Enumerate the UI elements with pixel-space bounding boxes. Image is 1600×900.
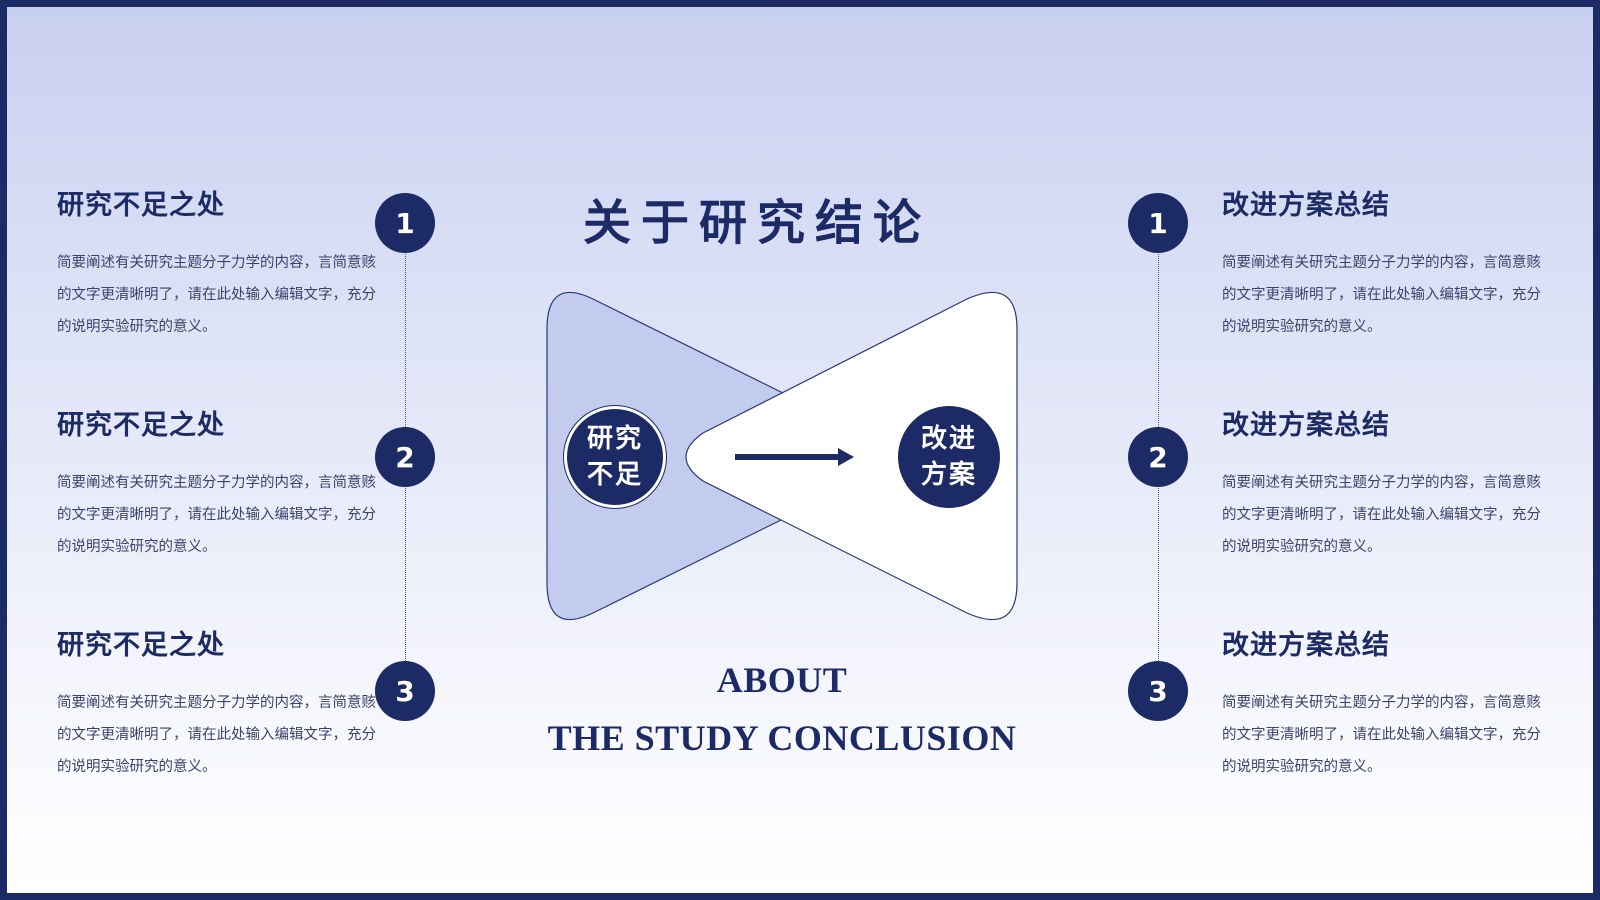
section-heading: 研究不足之处 — [57, 190, 225, 221]
section-body: 简要阐述有关研究主题分子力学的内容，言简意赅的文字更清晰明了，请在此处输入编辑文… — [57, 695, 376, 775]
improvement-label-line1: 改进 — [920, 424, 977, 454]
section-heading: 改进方案总结 — [1222, 190, 1390, 221]
shortcomings-label-line2: 不足 — [586, 460, 643, 490]
right-section: 改进方案总结 简要阐述有关研究主题分子力学的内容，言简意赅的文字更清晰明了，请在… — [1222, 183, 1552, 335]
section-body: 简要阐述有关研究主题分子力学的内容，言简意赅的文字更清晰明了，请在此处输入编辑文… — [1222, 255, 1541, 335]
section-heading: 改进方案总结 — [1222, 630, 1390, 661]
page-title: 关于研究结论 — [582, 195, 931, 251]
left-number-badge: 2 — [375, 427, 435, 487]
shortcomings-label-line1: 研究 — [586, 424, 643, 454]
section-body: 简要阐述有关研究主题分子力学的内容，言简意赅的文字更清晰明了，请在此处输入编辑文… — [1222, 695, 1541, 775]
section-body: 简要阐述有关研究主题分子力学的内容，言简意赅的文字更清晰明了，请在此处输入编辑文… — [57, 255, 376, 335]
left-number-badge: 3 — [375, 661, 435, 721]
shortcomings-circle: 研究 不足 — [564, 406, 666, 508]
improvement-label-line2: 方案 — [920, 460, 977, 490]
left-section: 研究不足之处 简要阐述有关研究主题分子力学的内容，言简意赅的文字更清晰明了，请在… — [57, 403, 387, 555]
subtitle-line2: THE STUDY CONCLUSION — [547, 718, 1017, 758]
section-heading: 研究不足之处 — [57, 630, 225, 661]
right-section: 改进方案总结 简要阐述有关研究主题分子力学的内容，言简意赅的文字更清晰明了，请在… — [1222, 623, 1552, 775]
section-body: 简要阐述有关研究主题分子力学的内容，言简意赅的文字更清晰明了，请在此处输入编辑文… — [57, 475, 376, 555]
improvement-circle: 改进 方案 — [898, 406, 1000, 508]
right-number-badge: 3 — [1128, 661, 1188, 721]
section-heading: 研究不足之处 — [57, 410, 225, 441]
section-heading: 改进方案总结 — [1222, 410, 1390, 441]
bowtie-diagram — [546, 291, 1018, 621]
left-triangle-shape — [546, 291, 788, 621]
subtitle-line1: ABOUT — [716, 660, 848, 700]
left-section: 研究不足之处 简要阐述有关研究主题分子力学的内容，言简意赅的文字更清晰明了，请在… — [57, 183, 387, 335]
right-number-badge: 1 — [1128, 193, 1188, 253]
right-section: 改进方案总结 简要阐述有关研究主题分子力学的内容，言简意赅的文字更清晰明了，请在… — [1222, 403, 1552, 555]
left-number-badge: 1 — [375, 193, 435, 253]
section-body: 简要阐述有关研究主题分子力学的内容，言简意赅的文字更清晰明了，请在此处输入编辑文… — [1222, 475, 1541, 555]
arrow-right-icon — [735, 448, 854, 466]
left-section: 研究不足之处 简要阐述有关研究主题分子力学的内容，言简意赅的文字更清晰明了，请在… — [57, 623, 387, 775]
right-number-badge: 2 — [1128, 427, 1188, 487]
